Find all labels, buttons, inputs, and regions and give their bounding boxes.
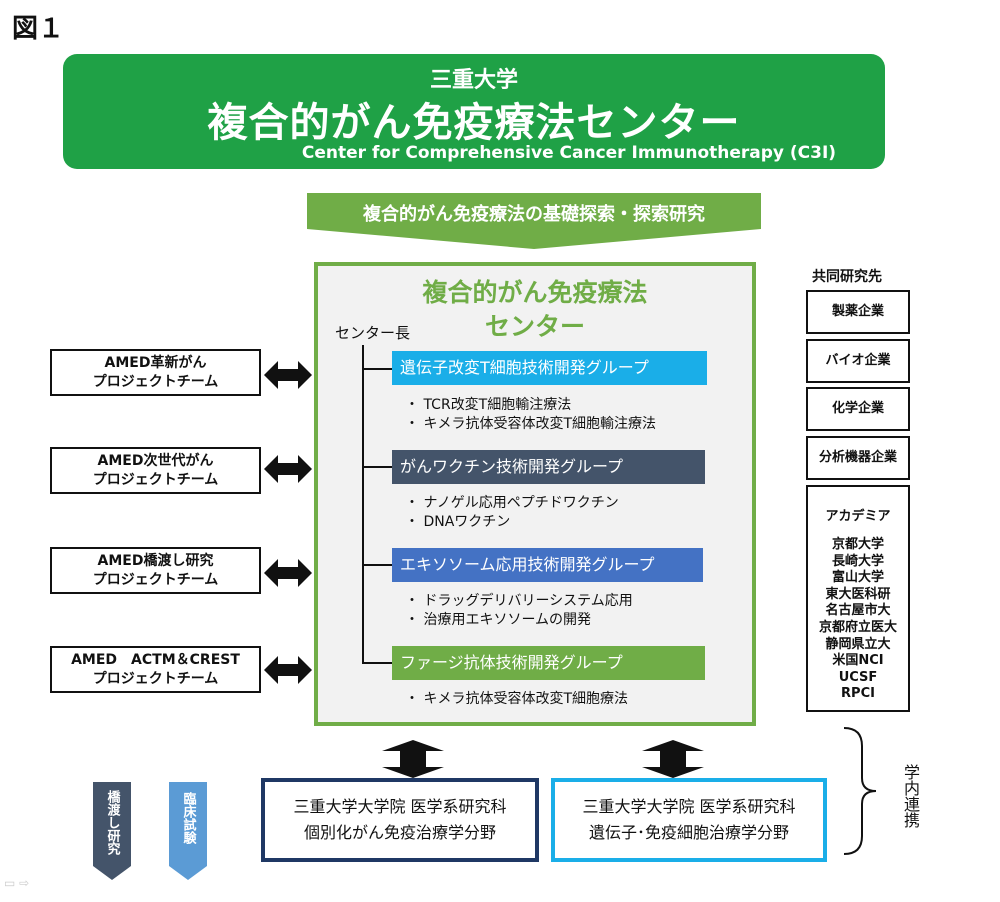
center-english-name: Center for Comprehensive Cancer Immunoth…: [301, 143, 837, 163]
translational-research-label: 橋渡し研究: [93, 790, 131, 855]
center-name: 複合的がん免疫療法センター: [207, 100, 741, 146]
tree-branch-line: [362, 564, 394, 566]
amed-team-box: AMED次世代がん プロジェクトチーム: [50, 447, 261, 494]
vertical-double-arrow-icon: [642, 740, 704, 778]
double-arrow-icon: [264, 361, 312, 389]
group-item: ・ ナノゲル応用ペプチドワクチン: [405, 495, 619, 511]
group-item: ・ キメラ抗体受容体改変T細胞輸注療法: [405, 416, 657, 432]
academia-member: 京都府立医大: [818, 619, 897, 635]
vertical-double-arrow-icon: [382, 740, 444, 778]
academia-member: UCSF: [838, 669, 878, 685]
vertical-label-text: 臨床試験: [180, 792, 196, 844]
partners-heading: 共同研究先: [812, 269, 882, 285]
department-box: 三重大学大学院 医学系研究科 個別化がん免疫治療学分野: [261, 778, 539, 862]
research-banner-text: 複合的がん免疫療法の基礎探索・探索研究: [363, 204, 705, 225]
translational-research-shape: [93, 782, 131, 880]
university-name: 三重大学: [429, 68, 518, 93]
academia-member: 富山大学: [831, 570, 884, 586]
department-box: 三重大学大学院 医学系研究科 遺伝子･免疫細胞治療学分野: [551, 778, 827, 862]
internal-collaboration-label: 学内連携: [901, 764, 920, 828]
group-cancer-vaccine: がんワクチン技術開発グループ: [392, 450, 705, 484]
group-phage-antibody: ファージ抗体技術開発グループ: [392, 646, 705, 680]
partner-company-box: 化学企業: [806, 387, 910, 431]
academia-member: 東大医科研: [825, 586, 891, 602]
clinical-trial-shape: [169, 782, 207, 880]
faint-nav-arrows-icon: ▭ ⇨: [4, 876, 30, 890]
research-arrow-banner: [307, 193, 761, 249]
double-arrow-icon: [264, 455, 312, 483]
group-item: ・ ドラッグデリバリーシステム応用: [405, 593, 633, 609]
tree-branch-line: [362, 662, 394, 664]
partner-company-box: 分析機器企業: [806, 436, 910, 480]
academia-member: 長崎大学: [831, 553, 884, 569]
group-gene-modified-t-cell: 遺伝子改変T細胞技術開発グループ: [392, 351, 707, 385]
clinical-trial-label: 臨床試験: [169, 792, 207, 844]
academia-member: RPCI: [841, 686, 875, 702]
center-title-line2: センター: [484, 312, 585, 341]
center-title-line1: 複合的がん免疫療法: [422, 278, 648, 307]
group-item: ・ DNAワクチン: [405, 514, 511, 530]
tree-branch-line: [362, 368, 394, 370]
figure-label: 図１: [12, 14, 65, 44]
vertical-label-text: 橋渡し研究: [104, 790, 120, 855]
double-arrow-icon: [264, 656, 312, 684]
group-item: ・ TCR改変T細胞輸注療法: [405, 397, 572, 413]
academia-member: 名古屋市大: [825, 603, 891, 619]
academia-member: 静岡県立大: [825, 636, 891, 652]
partner-company-box: 製薬企業: [806, 290, 910, 334]
amed-team-box: AMED橋渡し研究 プロジェクトチーム: [50, 547, 261, 594]
brace-icon: [843, 727, 877, 855]
center-header-banner: 三重大学 複合的がん免疫療法センター Center for Comprehens…: [63, 54, 885, 169]
group-item: ・ 治療用エキソソームの開発: [405, 612, 592, 628]
academia-member: 京都大学: [831, 537, 884, 552]
tree-branch-line: [362, 466, 394, 468]
academia-member: 米国NCI: [832, 653, 884, 669]
amed-team-box: AMED革新がん プロジェクトチーム: [50, 349, 261, 396]
group-item: ・ キメラ抗体受容体改変T細胞療法: [405, 691, 629, 707]
double-arrow-icon: [264, 559, 312, 587]
academia-box: アカデミア 京都大学 長崎大学 富山大学 東大医科研 名古屋市大 京都府立医大 …: [806, 485, 910, 712]
tree-trunk-line: [362, 345, 364, 663]
partner-company-box: バイオ企業: [806, 339, 910, 383]
amed-team-box: AMED ACTM＆CREST プロジェクトチーム: [50, 646, 261, 693]
group-exosome: エキソソーム応用技術開発グループ: [392, 548, 703, 582]
academia-heading: アカデミア: [825, 509, 891, 524]
center-box-title: 複合的がん免疫療法 センター: [314, 276, 756, 344]
director-label: センター長: [335, 324, 411, 342]
